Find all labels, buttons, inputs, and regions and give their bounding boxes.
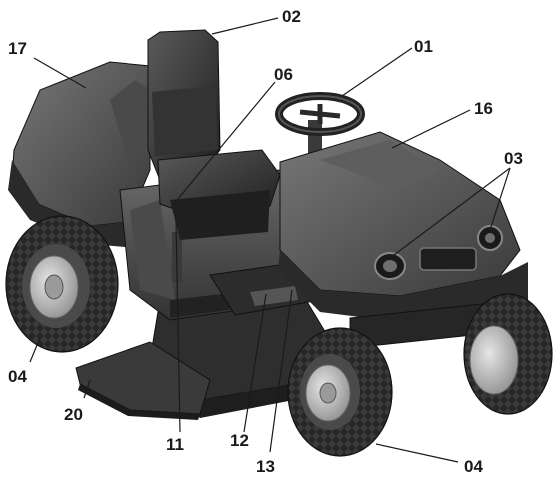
rear-wheel-left xyxy=(5,215,119,353)
callout-04-right: 04 xyxy=(464,457,483,476)
callout-13: 13 xyxy=(256,457,275,476)
leader-lines xyxy=(29,17,511,463)
callout-06: 06 xyxy=(274,65,293,84)
callout-04-left: 04 xyxy=(8,367,27,386)
callout-20: 20 xyxy=(64,405,83,424)
front-wheel-center xyxy=(287,327,393,457)
seat xyxy=(147,29,281,240)
callout-12: 12 xyxy=(230,431,249,450)
headlights xyxy=(374,225,503,280)
callout-02: 02 xyxy=(282,7,301,26)
front-bumper-plate xyxy=(75,341,211,420)
front-wheel-right xyxy=(463,293,553,415)
callout-03: 03 xyxy=(504,149,523,168)
grille xyxy=(419,247,477,271)
callout-11: 11 xyxy=(166,435,184,454)
rear-body xyxy=(8,61,160,250)
callout-01: 01 xyxy=(414,37,433,56)
callout-16: 16 xyxy=(474,99,493,118)
callout-17: 17 xyxy=(8,39,27,58)
